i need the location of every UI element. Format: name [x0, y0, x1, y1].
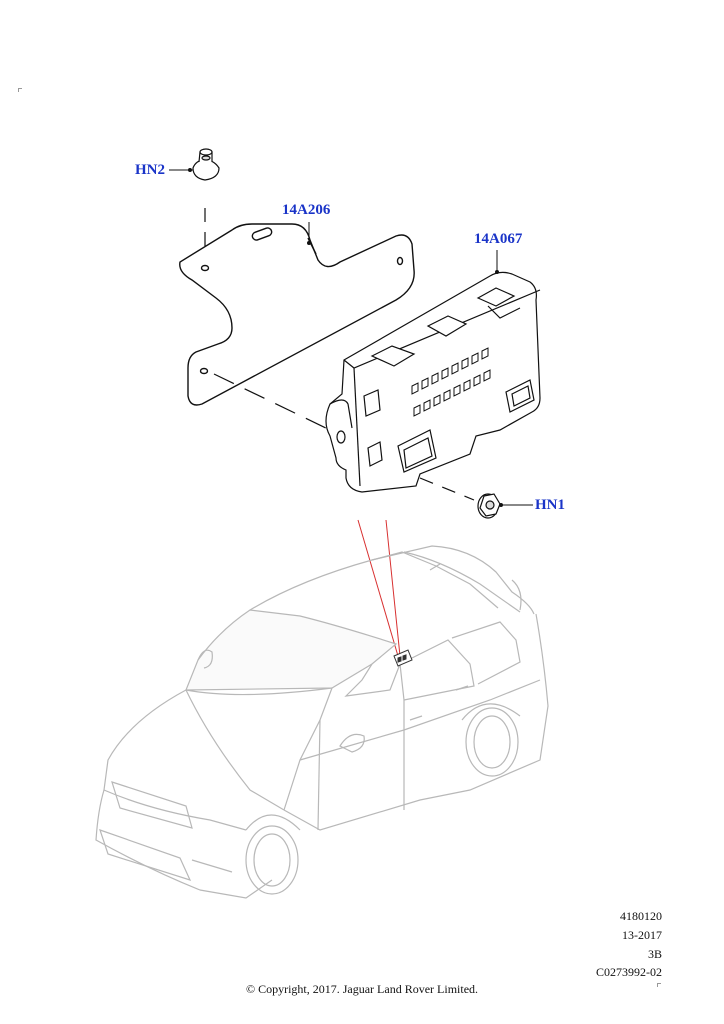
callout-hn2[interactable]: HN2 — [135, 162, 165, 178]
hn1-assembly-dash — [419, 477, 475, 501]
bracket-14a206 — [179, 223, 415, 406]
vehicle-outline — [95, 545, 549, 899]
reference-illustration-code: C0273992-02 — [596, 965, 662, 979]
crop-mark-bottom-right — [657, 983, 661, 987]
reference-revision: 3B — [647, 947, 662, 961]
reference-number: 4180120 — [620, 909, 662, 923]
callout-14a206[interactable]: 14A206 — [282, 202, 331, 218]
reference-date: 13-2017 — [622, 928, 662, 942]
callout-14a067[interactable]: 14A067 — [474, 231, 523, 247]
locator-line-right — [385, 519, 401, 657]
module-location-marker — [393, 649, 413, 667]
hn1-flange-nut — [477, 493, 501, 519]
module-fuse-grid — [411, 347, 491, 417]
locator-line-left — [357, 519, 399, 657]
hn2-clip-nut — [192, 148, 220, 181]
callout-hn1[interactable]: HN1 — [535, 497, 565, 513]
copyright-notice: © Copyright, 2017. Jaguar Land Rover Lim… — [245, 982, 479, 996]
bracket-module-dash — [213, 373, 331, 431]
crop-mark-top-left — [18, 88, 22, 92]
